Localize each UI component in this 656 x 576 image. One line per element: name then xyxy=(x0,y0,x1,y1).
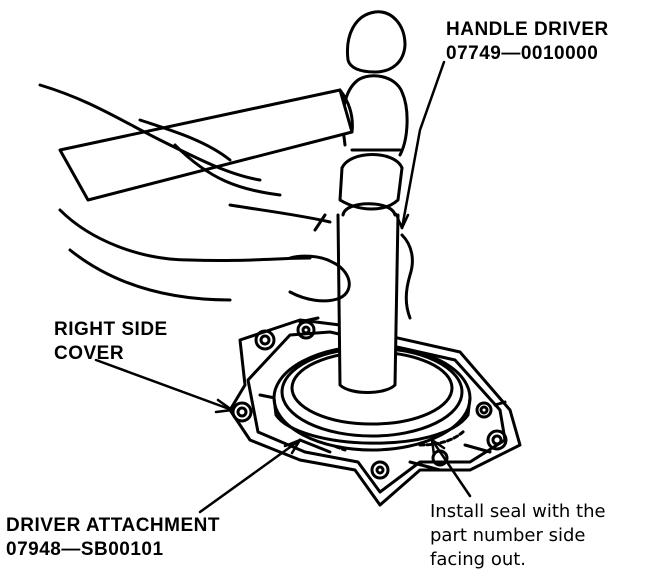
driver-attachment-label: DRIVER ATTACHMENT 07948—SB00101 xyxy=(6,514,220,562)
right-side-cover-line1: RIGHT SIDE xyxy=(54,319,168,340)
right-side-cover-line2: COVER xyxy=(54,343,125,364)
install-note-line2: part number side xyxy=(430,525,586,546)
driver-attachment xyxy=(272,344,472,452)
driver-attachment-name: DRIVER ATTACHMENT xyxy=(6,515,220,536)
handle-driver-label: HANDLE DRIVER 07749—0010000 xyxy=(446,18,609,66)
handle-driver-name: HANDLE DRIVER xyxy=(446,19,609,40)
driver-attachment-part-number: 07948—SB00101 xyxy=(6,539,164,560)
hand xyxy=(38,83,414,320)
handle-driver-part-number: 07749—0010000 xyxy=(446,43,599,64)
handle-driver xyxy=(336,10,409,394)
right-side-cover-label: RIGHT SIDE COVER xyxy=(54,318,168,366)
install-note-line1: Install seal with the xyxy=(430,501,606,522)
leader-lines xyxy=(94,60,472,514)
install-note: Install seal with the part number side f… xyxy=(430,500,606,572)
install-note-line3: facing out. xyxy=(430,549,527,570)
